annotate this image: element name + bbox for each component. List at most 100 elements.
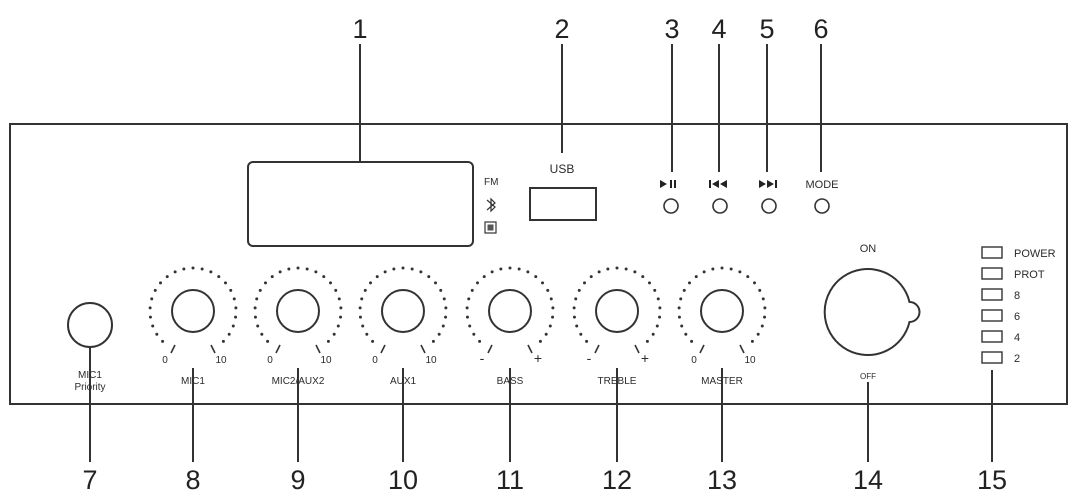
knob-max-label: 10 bbox=[744, 355, 756, 366]
knob-scale-dots bbox=[358, 266, 448, 343]
previous-track-icon bbox=[709, 180, 727, 188]
callout-15: 15 bbox=[977, 465, 1007, 495]
knob-min-label: 0 bbox=[162, 355, 168, 366]
knob-max-tick bbox=[527, 344, 533, 354]
next-track-icon bbox=[759, 180, 777, 188]
leader-lines bbox=[89, 44, 993, 462]
previous-button[interactable] bbox=[712, 198, 728, 214]
callout-10: 10 bbox=[388, 465, 418, 495]
led-label: POWER bbox=[1014, 248, 1056, 260]
callout-2: 2 bbox=[554, 14, 569, 44]
knob-min-label: 0 bbox=[691, 355, 697, 366]
led-label: 8 bbox=[1014, 290, 1020, 302]
knob-aux1[interactable] bbox=[381, 289, 425, 333]
knob-min-label: - bbox=[587, 350, 592, 366]
led-6: 6 bbox=[981, 309, 1020, 323]
knob-min-tick bbox=[487, 344, 493, 354]
knob-scale-dots bbox=[572, 266, 662, 343]
callout-14: 14 bbox=[853, 465, 883, 495]
knob-min-label: 0 bbox=[372, 355, 378, 366]
knob-min-tick bbox=[380, 344, 386, 354]
knob-label-treble: TREBLE bbox=[598, 376, 637, 387]
knob-max-label: 10 bbox=[425, 355, 437, 366]
callout-5: 5 bbox=[759, 14, 774, 44]
knob-max-label: + bbox=[641, 350, 649, 366]
power-switch[interactable] bbox=[823, 268, 921, 356]
usb-port[interactable] bbox=[529, 187, 597, 221]
mode-label: MODE bbox=[806, 179, 839, 191]
callout-13: 13 bbox=[707, 465, 737, 495]
mic1-jack-label: MIC1 bbox=[78, 370, 102, 381]
callout-11: 11 bbox=[496, 465, 524, 495]
led-8: 8 bbox=[981, 288, 1020, 302]
knob-scale-dots bbox=[253, 266, 343, 343]
knob-min-tick bbox=[594, 344, 600, 354]
mode-button[interactable] bbox=[814, 198, 830, 214]
play-pause-icon bbox=[660, 180, 676, 188]
knob-scale-dots bbox=[465, 266, 555, 343]
knob-bass[interactable] bbox=[488, 289, 532, 333]
knob-max-label: 10 bbox=[320, 355, 332, 366]
led-label: 6 bbox=[1014, 311, 1020, 323]
fm-label: FM bbox=[484, 177, 498, 188]
led-indicator bbox=[981, 309, 1003, 322]
knob-label-bass: BASS bbox=[497, 376, 524, 387]
knob-max-tick bbox=[739, 344, 745, 354]
led-indicator bbox=[981, 330, 1003, 343]
knob-max-tick bbox=[634, 344, 640, 354]
callout-12: 12 bbox=[602, 465, 632, 495]
knob-master[interactable] bbox=[700, 289, 744, 333]
knob-max-tick bbox=[315, 344, 321, 354]
led-label: 4 bbox=[1014, 332, 1020, 344]
led-indicator bbox=[981, 288, 1003, 301]
front-panel bbox=[9, 123, 1068, 405]
led-indicator bbox=[981, 267, 1003, 280]
callout-9: 9 bbox=[290, 465, 305, 495]
sd-card-icon bbox=[484, 221, 497, 234]
off-label: OFF bbox=[860, 372, 876, 381]
led-label: 2 bbox=[1014, 353, 1020, 365]
indicator-leds: POWER PROT 8 6 4 2 bbox=[981, 246, 1056, 365]
led-2: 2 bbox=[981, 351, 1020, 365]
led-indicator bbox=[981, 246, 1003, 259]
on-label: ON bbox=[860, 243, 877, 255]
knob-treble[interactable] bbox=[595, 289, 639, 333]
callout-4: 4 bbox=[711, 14, 726, 44]
knob-max-tick bbox=[210, 344, 216, 354]
knob-max-label: + bbox=[534, 350, 542, 366]
knob-label-master: MASTER bbox=[701, 376, 743, 387]
knob-min-tick bbox=[170, 344, 176, 354]
knob-min-label: - bbox=[480, 350, 485, 366]
callout-8: 8 bbox=[185, 465, 200, 495]
knob-mic2-aux2[interactable] bbox=[276, 289, 320, 333]
callout-6: 6 bbox=[813, 14, 828, 44]
callout-1: 1 bbox=[352, 14, 367, 44]
led-indicator bbox=[981, 351, 1003, 364]
play-pause-button[interactable] bbox=[663, 198, 679, 214]
bluetooth-icon bbox=[486, 197, 496, 213]
knob-scale-dots bbox=[148, 266, 238, 343]
mic1-priority-jack[interactable] bbox=[67, 302, 113, 348]
knob-min-label: 0 bbox=[267, 355, 273, 366]
knob-max-tick bbox=[420, 344, 426, 354]
callout-3: 3 bbox=[664, 14, 679, 44]
knob-min-tick bbox=[699, 344, 705, 354]
next-button[interactable] bbox=[761, 198, 777, 214]
knob-scale-dots bbox=[677, 266, 767, 343]
knob-label-mic2-aux2: MIC2/AUX2 bbox=[272, 376, 325, 387]
knob-mic1[interactable] bbox=[171, 289, 215, 333]
led-4: 4 bbox=[981, 330, 1020, 344]
led-label: PROT bbox=[1014, 269, 1045, 281]
led-power: POWER bbox=[981, 246, 1056, 260]
display-screen bbox=[247, 161, 474, 247]
knob-min-tick bbox=[275, 344, 281, 354]
usb-label: USB bbox=[550, 162, 575, 176]
led-prot: PROT bbox=[981, 267, 1045, 281]
knob-group-treble: - + TREBLE bbox=[572, 266, 662, 387]
